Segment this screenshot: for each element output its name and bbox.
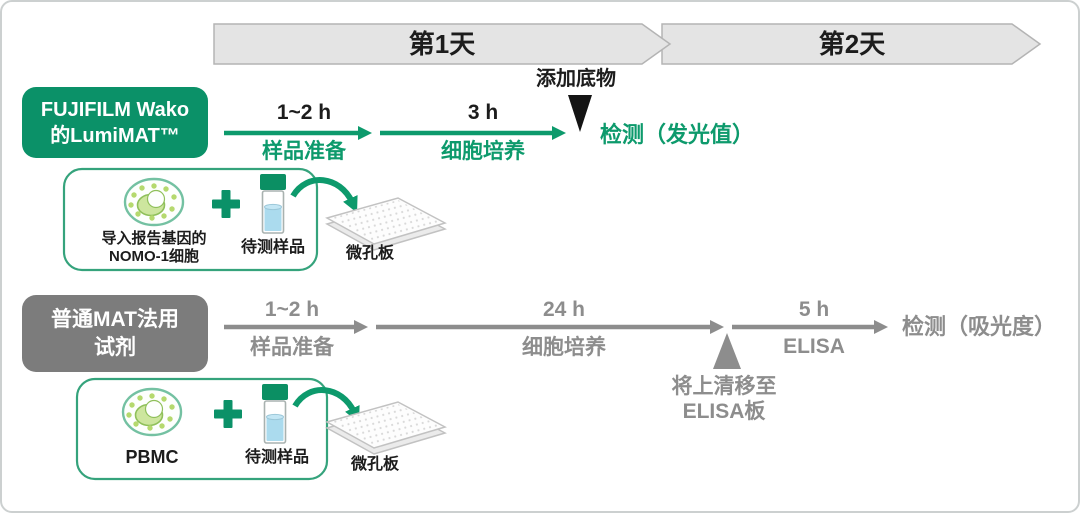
lumimat-title-line2: 的LumiMAT™ [50, 124, 180, 147]
mat-title-box: 普通MAT法用 试剂 [22, 295, 208, 372]
mat-step3-duration: 5 h [798, 298, 830, 321]
lumimat-step1-duration: 1~2 h [276, 101, 332, 124]
day1-chevron-shape [213, 23, 672, 65]
substrate-marker-label: 添加底物 [536, 68, 616, 90]
transfer-marker-label-line1: 将上清移至 [671, 375, 777, 398]
day2-label: 第2天 [818, 29, 886, 59]
microplate-icon [326, 197, 446, 251]
nomo1-cells-label-line1: 导入报告基因的 [101, 230, 207, 247]
sample-vial-icon [261, 383, 289, 444]
lumimat-step2-name: 细胞培养 [441, 140, 525, 163]
lumimat-result-label: 检测（发光值） [600, 122, 755, 147]
nomo1-cells-label-line2: NOMO-1细胞 [108, 248, 200, 265]
lumimat-title-line1: FUJIFILM Wako [40, 98, 190, 121]
nomo1-cell-icon [123, 177, 185, 227]
day2-chevron-shape [661, 23, 1042, 65]
transfer-marker-icon [713, 333, 741, 369]
pbmc-cell-icon [121, 387, 183, 437]
lumimat-title-box: FUJIFILM Wako 的LumiMAT™ [22, 87, 208, 158]
day1-label: 第1天 [408, 29, 476, 59]
sample-vial-icon [259, 173, 287, 234]
curved-arrow-icon [292, 387, 360, 423]
lumimat-step2-duration: 3 h [467, 101, 499, 124]
mat-title-line1: 普通MAT法用 [51, 308, 179, 332]
lumimat-plate-label: 微孔板 [345, 245, 395, 262]
microplate-icon [326, 401, 446, 455]
mat-step1-duration: 1~2 h [264, 298, 320, 321]
mat-step1-name: 样品准备 [250, 336, 334, 359]
mat-step2-duration: 24 h [542, 298, 586, 321]
curved-arrow-icon [290, 177, 358, 213]
pbmc-label: PBMC [125, 447, 179, 467]
mat-step2-name: 细胞培养 [522, 336, 606, 359]
mat-sample-label: 待测样品 [244, 449, 310, 466]
mat-title-line2: 试剂 [94, 335, 136, 359]
mat-result-label: 检测（吸光度） [902, 314, 1057, 339]
lumimat-step1-name: 样品准备 [262, 140, 346, 163]
mat-plate-label: 微孔板 [350, 456, 400, 473]
lumimat-sample-label: 待测样品 [240, 239, 306, 256]
substrate-marker-icon [568, 95, 592, 132]
mat-step3-name: ELISA [783, 335, 845, 358]
transfer-marker-label-line2: ELISA板 [682, 400, 766, 423]
